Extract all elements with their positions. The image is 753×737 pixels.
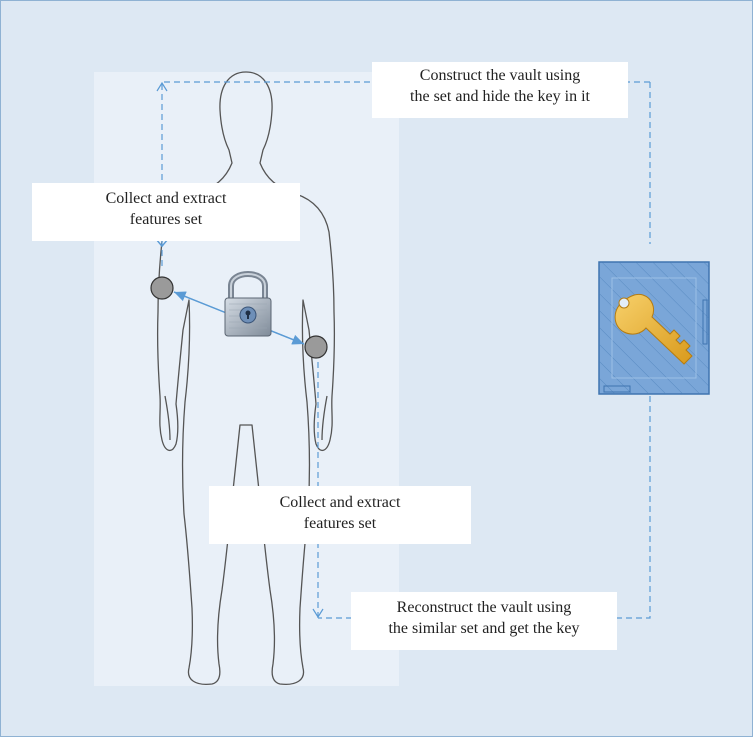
collect-features-lower-label: Collect and extract features set [209, 486, 471, 544]
collect-features-lower-label-line1: Collect and extract [209, 492, 471, 513]
sensor-point-lower-icon [305, 336, 327, 358]
construct-vault-label-line1: Construct the vault using [372, 65, 628, 86]
construct-vault-label-line2: the set and hide the key in it [372, 86, 628, 107]
collect-features-upper-label-line1: Collect and extract [32, 188, 300, 209]
collect-features-upper-label-line2: features set [32, 209, 300, 230]
reconstruct-vault-label-line2: the similar set and get the key [351, 618, 617, 639]
collect-features-upper-label: Collect and extract features set [32, 183, 300, 241]
sensor-point-upper-icon [151, 277, 173, 299]
collect-features-lower-label-line2: features set [209, 513, 471, 534]
reconstruct-vault-label: Reconstruct the vault using the similar … [351, 592, 617, 650]
reconstruct-vault-label-line1: Reconstruct the vault using [351, 597, 617, 618]
construct-vault-label: Construct the vault using the set and hi… [372, 62, 628, 118]
